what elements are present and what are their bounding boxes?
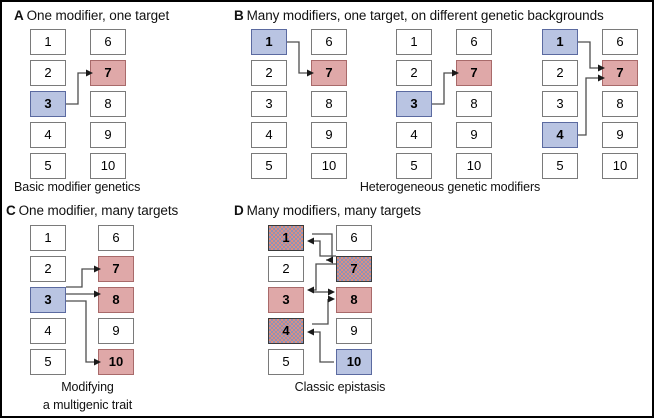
panel-b-caption: Heterogeneous genetic modifiers [359, 180, 541, 194]
gene-box-1[interactable]: 1 [542, 29, 578, 55]
gene-box-5[interactable]: 5 [542, 153, 578, 179]
arrow-d-4-to-8 [312, 295, 335, 325]
gene-box-1[interactable]: 1 [268, 225, 304, 251]
gene-box-1[interactable]: 1 [251, 29, 287, 55]
gene-box-9[interactable]: 9 [311, 122, 347, 148]
gene-box-7[interactable]: 7 [98, 256, 134, 282]
gene-box-9[interactable]: 9 [456, 122, 492, 148]
panel-c-caption-line-1: Modifying [61, 380, 114, 394]
gene-box-9[interactable]: 9 [90, 122, 126, 148]
gene-box-3[interactable]: 3 [542, 91, 578, 117]
gene-box-8[interactable]: 8 [311, 91, 347, 117]
gene-box-4[interactable]: 4 [542, 122, 578, 148]
gene-box-4[interactable]: 4 [251, 122, 287, 148]
arrow-b1-1-to-7 [287, 41, 314, 77]
gene-box-10[interactable]: 10 [336, 349, 372, 375]
gene-box-2[interactable]: 2 [396, 60, 432, 86]
gene-box-4[interactable]: 4 [30, 122, 66, 148]
gene-box-8[interactable]: 8 [98, 287, 134, 313]
panel-b-title-text: Many modifiers, one target, on different… [246, 8, 604, 23]
panel-b-letter: B [234, 8, 244, 23]
gene-box-6[interactable]: 6 [456, 29, 492, 55]
gene-box-5[interactable]: 5 [251, 153, 287, 179]
arrow-b3-4-to-7 [578, 74, 605, 136]
panel-d-letter: D [234, 203, 244, 218]
gene-box-8[interactable]: 8 [336, 287, 372, 313]
gene-box-3[interactable]: 3 [396, 91, 432, 117]
arrow-b3-1-to-7 [578, 41, 605, 72]
gene-box-2[interactable]: 2 [30, 256, 66, 282]
panel-c-title-text: One modifier, many targets [18, 203, 179, 218]
gene-box-4[interactable]: 4 [396, 122, 432, 148]
arrow-a-3-to-7 [66, 69, 93, 105]
gene-box-3[interactable]: 3 [30, 287, 66, 313]
arrow-d-1-to-7 [312, 233, 333, 264]
gene-box-4[interactable]: 4 [268, 318, 304, 344]
gene-box-6[interactable]: 6 [311, 29, 347, 55]
gene-box-9[interactable]: 9 [602, 122, 638, 148]
gene-box-4[interactable]: 4 [30, 318, 66, 344]
gene-box-10[interactable]: 10 [602, 153, 638, 179]
gene-box-5[interactable]: 5 [30, 349, 66, 375]
gene-box-7[interactable]: 7 [311, 60, 347, 86]
gene-box-1[interactable]: 1 [30, 29, 66, 55]
gene-box-10[interactable]: 10 [90, 153, 126, 179]
gene-box-6[interactable]: 6 [90, 29, 126, 55]
gene-box-2[interactable]: 2 [251, 60, 287, 86]
gene-box-2[interactable]: 2 [542, 60, 578, 86]
panel-a-caption: Basic modifier genetics [14, 180, 141, 194]
arrow-c-3-to-8 [66, 290, 101, 298]
gene-box-7[interactable]: 7 [602, 60, 638, 86]
gene-box-10[interactable]: 10 [311, 153, 347, 179]
gene-box-2[interactable]: 2 [30, 60, 66, 86]
gene-box-1[interactable]: 1 [30, 225, 66, 251]
arrow-d-8-to-3 [307, 263, 336, 294]
panel-a-letter: A [14, 8, 24, 23]
arrow-d-10-to-4 [307, 328, 334, 363]
gene-box-6[interactable]: 6 [98, 225, 134, 251]
arrow-c-3-to-10 [66, 300, 101, 366]
panel-d-title-text: Many modifiers, many targets [246, 203, 421, 218]
panel-a-title-text: One modifier, one target [26, 8, 170, 23]
gene-box-1[interactable]: 1 [396, 29, 432, 55]
panel-c-letter: C [6, 203, 16, 218]
arrow-c-3-to-7 [66, 265, 101, 288]
gene-box-10[interactable]: 10 [98, 349, 134, 375]
gene-box-8[interactable]: 8 [456, 91, 492, 117]
gene-box-5[interactable]: 5 [396, 153, 432, 179]
gene-box-8[interactable]: 8 [90, 91, 126, 117]
gene-box-8[interactable]: 8 [602, 91, 638, 117]
panel-c-caption-line-2: a multigenic trait [42, 398, 133, 412]
gene-box-5[interactable]: 5 [268, 349, 304, 375]
gene-box-3[interactable]: 3 [251, 91, 287, 117]
panel-d-caption: Classic epistasis [294, 380, 386, 394]
gene-box-9[interactable]: 9 [336, 318, 372, 344]
gene-box-2[interactable]: 2 [268, 256, 304, 282]
gene-box-7[interactable]: 7 [336, 256, 372, 282]
arrow-d-7-to-1 [307, 237, 336, 257]
gene-box-5[interactable]: 5 [30, 153, 66, 179]
gene-box-6[interactable]: 6 [336, 225, 372, 251]
gene-box-6[interactable]: 6 [602, 29, 638, 55]
gene-box-9[interactable]: 9 [98, 318, 134, 344]
gene-box-10[interactable]: 10 [456, 153, 492, 179]
gene-box-7[interactable]: 7 [90, 60, 126, 86]
gene-box-3[interactable]: 3 [268, 287, 304, 313]
gene-box-7[interactable]: 7 [456, 60, 492, 86]
arrow-b2-3-to-7 [432, 69, 459, 105]
arrow-d-3-to-8 [312, 288, 335, 296]
gene-box-3[interactable]: 3 [30, 91, 66, 117]
